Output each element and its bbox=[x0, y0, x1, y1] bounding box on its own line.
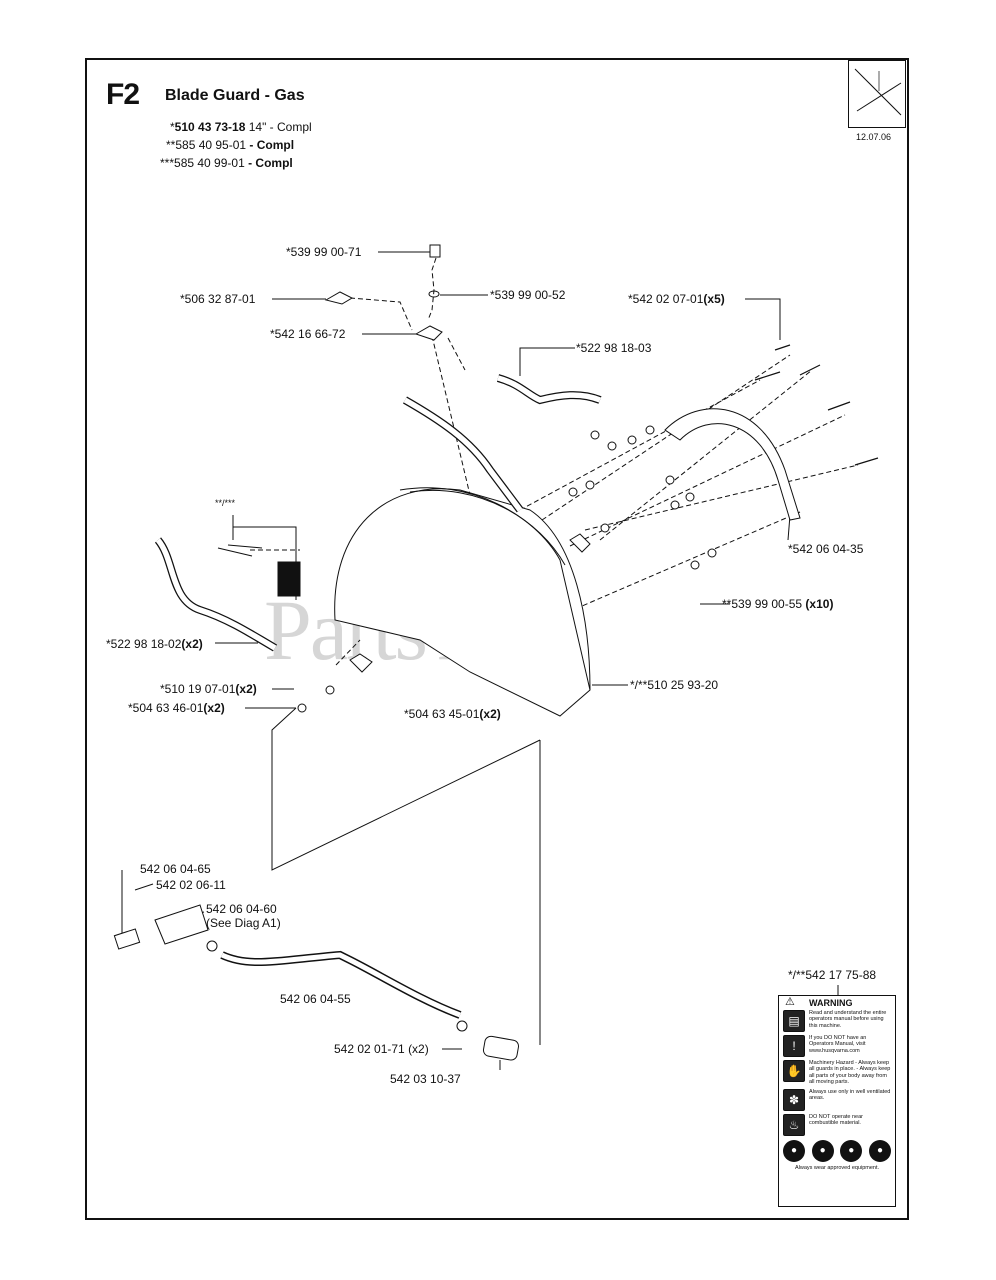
warning-row: ▤ Read and understand the entire operato… bbox=[783, 1009, 891, 1032]
warning-row: ✽ Always use only in well ventilated are… bbox=[783, 1088, 891, 1111]
kit-line-1: *510 43 73-18 14" - Compl bbox=[170, 120, 312, 134]
callout-539-99-00-52: *539 99 00-52 bbox=[490, 288, 566, 302]
warning-triangle-icon: ⚠ bbox=[785, 996, 795, 1008]
callout-504-63-46-01: *504 63 46-01(x2) bbox=[128, 701, 225, 715]
callout-see-diag-a1: (See Diag A1) bbox=[206, 916, 281, 930]
warning-label: ⚠ WARNING ▤ Read and understand the enti… bbox=[778, 995, 896, 1207]
warning-row: ♨ DO NOT operate near combustible materi… bbox=[783, 1113, 891, 1136]
revision-date: 12.07.06 bbox=[856, 132, 892, 142]
callout-539-99-00-55: **539 99 00-55 (x10) bbox=[722, 597, 834, 611]
callout-542-16-66-72: *542 16 66-72 bbox=[270, 327, 346, 341]
callout-504-63-45-01: *504 63 45-01(x2) bbox=[404, 707, 501, 721]
manual-icon: ! bbox=[783, 1034, 805, 1057]
callout-542-06-04-55: 542 06 04-55 bbox=[280, 992, 351, 1006]
callout-522-98-18-02: *522 98 18-02(x2) bbox=[106, 637, 203, 651]
fire-hazard-icon: ♨ bbox=[783, 1113, 805, 1136]
hand-hazard-icon: ✋ bbox=[783, 1059, 805, 1082]
warning-row: ✋ Machinery Hazard - Always keep all gua… bbox=[783, 1059, 891, 1086]
callout-542-06-04-35: *542 06 04-35 bbox=[788, 542, 864, 556]
diagram-frame bbox=[85, 58, 909, 1220]
callout-542-03-10-37: 542 03 10-37 bbox=[390, 1072, 461, 1086]
callout-522-98-18-03: *522 98 18-03 bbox=[576, 341, 652, 355]
callout-542-17-75-88: */**542 17 75-88 bbox=[788, 968, 877, 982]
figure-title: Blade Guard - Gas bbox=[165, 87, 305, 104]
callout-542-02-01-71: 542 02 01-71 (x2) bbox=[334, 1042, 429, 1056]
warning-footer: Always wear approved equipment. bbox=[794, 1164, 880, 1171]
callout-506-32-87-01: *506 32 87-01 bbox=[180, 292, 256, 306]
manual-icon: ▤ bbox=[783, 1009, 805, 1032]
orientation-icon bbox=[848, 60, 906, 128]
ppe-icon: ●●●● bbox=[783, 1139, 891, 1162]
warning-row: ! If you DO NOT have an Operators Manual… bbox=[783, 1034, 891, 1057]
figure-code: F2 bbox=[106, 78, 140, 111]
ventilation-icon: ✽ bbox=[783, 1088, 805, 1111]
callout-542-06-04-60: 542 06 04-60 bbox=[206, 902, 277, 916]
kit-line-2: **585 40 95-01 - Compl bbox=[166, 138, 295, 152]
kit-line-3: ***585 40 99-01 - Compl bbox=[160, 156, 293, 170]
callout-stars-marker: **/*** bbox=[215, 498, 236, 508]
callout-542-02-06-11: 542 02 06-11 bbox=[156, 878, 226, 892]
callout-542-06-04-65: 542 06 04-65 bbox=[140, 862, 211, 876]
callout-510-25-93-20: */**510 25 93-20 bbox=[630, 678, 719, 692]
warning-heading: WARNING bbox=[809, 998, 853, 1008]
callout-539-99-00-71: *539 99 00-71 bbox=[286, 245, 362, 259]
callout-542-02-07-01: *542 02 07-01(x5) bbox=[628, 292, 725, 306]
callout-510-19-07-01: *510 19 07-01(x2) bbox=[160, 682, 257, 696]
